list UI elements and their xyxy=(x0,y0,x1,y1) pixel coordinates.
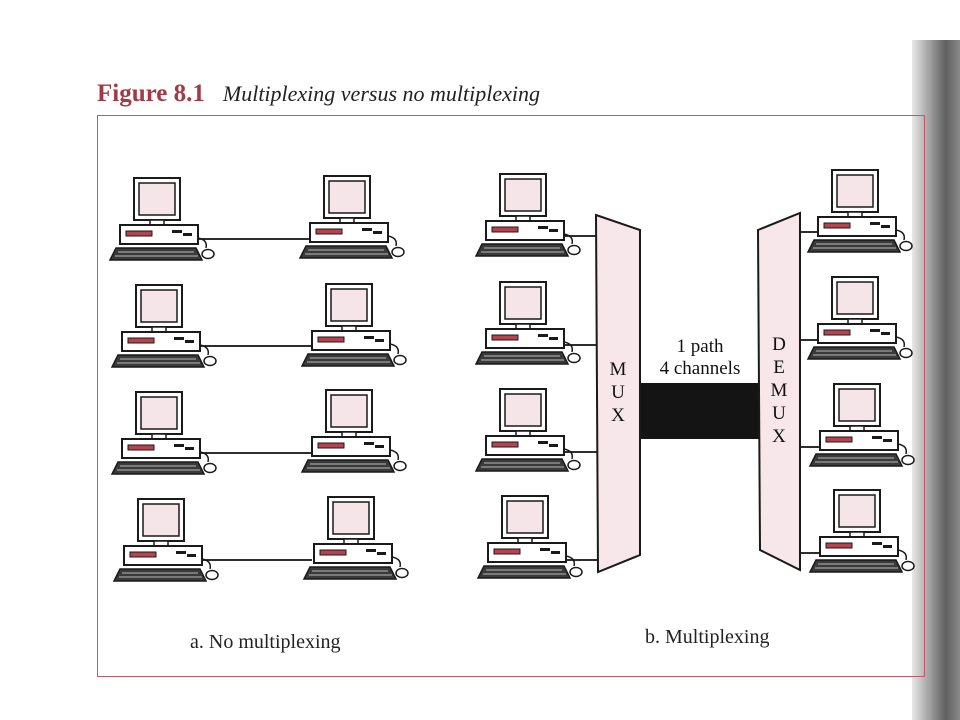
computer-icon xyxy=(111,284,217,368)
computer-icon xyxy=(475,281,581,365)
path-label-line2: 4 channels xyxy=(660,358,741,379)
computer-icon xyxy=(303,496,409,580)
computer-icon xyxy=(475,388,581,472)
demux-letter: U xyxy=(772,403,786,424)
panel-a-caption: a. No multiplexing xyxy=(190,631,341,653)
mux-letter: U xyxy=(611,382,625,403)
panel-a-computers xyxy=(109,175,409,582)
computer-icon xyxy=(477,495,583,579)
mux-label: MUX xyxy=(610,359,627,426)
path-label-line1: 1 path xyxy=(677,336,724,357)
computer-icon xyxy=(807,169,913,253)
panel-a-links xyxy=(192,238,312,561)
computer-icon xyxy=(807,276,913,360)
mux-letter: M xyxy=(610,359,627,380)
demux-letter: D xyxy=(772,334,786,355)
shared-path-link xyxy=(640,383,760,439)
computer-icon xyxy=(301,283,407,367)
demux-letter: E xyxy=(773,357,785,378)
figure-frame xyxy=(97,115,925,677)
panel-b-caption: b. Multiplexing xyxy=(645,626,770,648)
mux-letter: X xyxy=(611,405,625,426)
computer-icon xyxy=(475,173,581,257)
computer-icon xyxy=(111,391,217,475)
computer-icon xyxy=(299,175,405,259)
book-spine-shadow xyxy=(912,40,960,720)
figure-caption: Figure 8.1 Multiplexing versus no multip… xyxy=(97,80,540,108)
mux-block xyxy=(594,213,641,574)
computer-icon xyxy=(109,177,215,261)
figure-title: Multiplexing versus no multiplexing xyxy=(222,81,540,106)
figure-label: Figure 8.1 xyxy=(97,80,205,107)
demux-block xyxy=(756,211,801,572)
computer-icon xyxy=(809,489,915,573)
demux-letter: X xyxy=(772,426,786,447)
computer-icon xyxy=(113,498,219,582)
computer-icon xyxy=(809,383,915,467)
demux-letter: M xyxy=(771,380,788,401)
computer-icon xyxy=(301,389,407,473)
